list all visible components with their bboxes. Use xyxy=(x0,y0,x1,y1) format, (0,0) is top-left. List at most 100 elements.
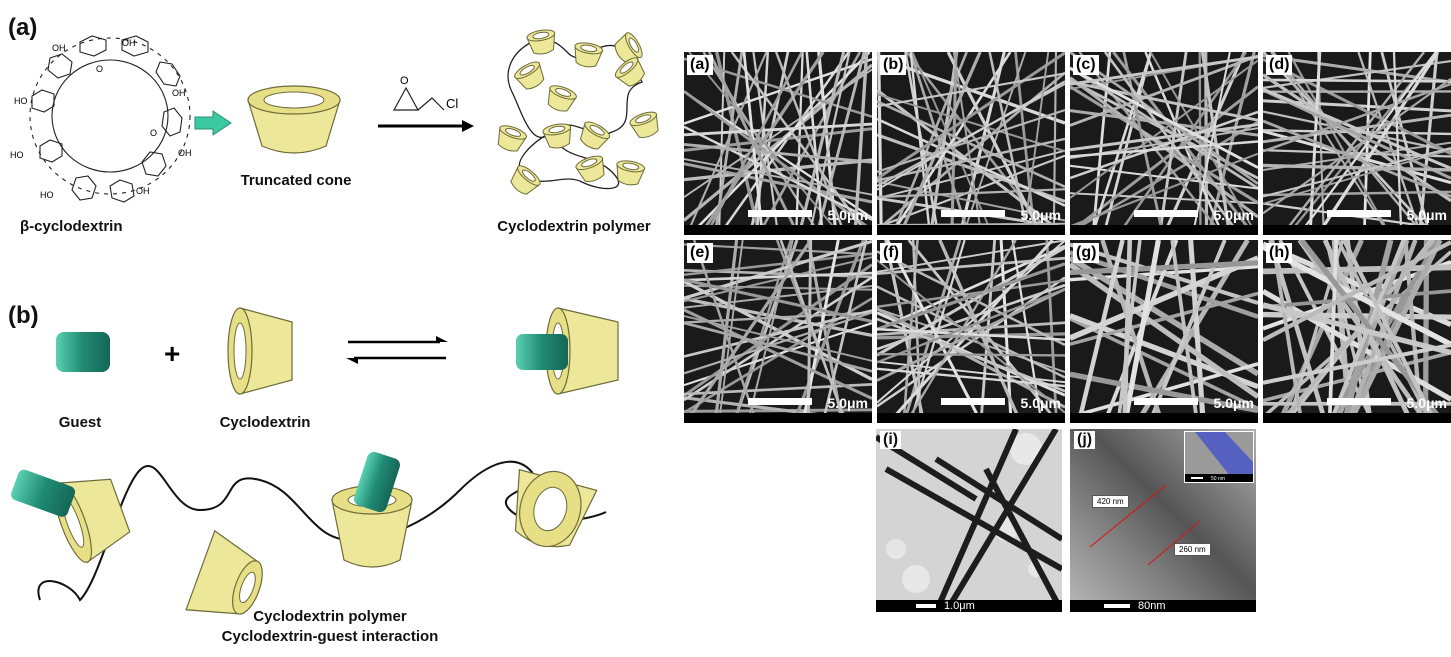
fiber xyxy=(1200,52,1232,235)
scale-text: 5.0μm xyxy=(1020,395,1061,411)
scale-text: 5.0μm xyxy=(827,395,868,411)
host-guest-complex-icon xyxy=(516,307,619,395)
fiber xyxy=(877,72,1065,108)
fiber xyxy=(1070,250,1258,319)
fiber xyxy=(684,57,872,118)
scale-bar xyxy=(747,210,812,217)
fiber xyxy=(907,240,1060,423)
fiber xyxy=(1263,240,1451,342)
sem-panel-label: (f) xyxy=(880,243,902,263)
sem-fiber-network xyxy=(1070,240,1258,423)
sem-fiber-network xyxy=(877,240,1065,423)
sem-bottom-bar xyxy=(684,225,872,235)
fiber xyxy=(877,276,1065,408)
measurement-label: 420 nm xyxy=(1092,495,1129,508)
fiber xyxy=(746,240,794,423)
fiber xyxy=(877,188,1065,199)
tem-i-fibers xyxy=(876,429,1062,612)
fiber xyxy=(684,240,872,300)
fiber xyxy=(1327,240,1339,423)
fiber xyxy=(1070,140,1258,158)
scale-text: 5.0μm xyxy=(827,207,868,223)
fiber xyxy=(748,52,790,235)
fiber xyxy=(1070,76,1258,219)
scale-bar xyxy=(940,398,1005,405)
fiber xyxy=(1263,244,1451,347)
fiber xyxy=(684,383,872,396)
fiber xyxy=(1263,342,1451,385)
beta-cyclodextrin-caption: β-cyclodextrin xyxy=(20,218,123,235)
scale-bar xyxy=(940,210,1005,217)
fiber xyxy=(952,52,983,235)
green-arrow-icon xyxy=(194,110,232,136)
scale-text: 5.0μm xyxy=(1213,395,1254,411)
polymer-caption-line2: Cyclodextrin-guest interaction xyxy=(221,628,439,645)
fiber xyxy=(1070,152,1258,228)
sem-image-b: (b)5.0μm xyxy=(877,52,1065,235)
reaction-arrow-icon xyxy=(378,120,474,132)
fiber xyxy=(684,321,872,373)
fiber xyxy=(684,308,872,400)
guest-icon xyxy=(56,332,110,372)
sem-image-e: (e)5.0μm xyxy=(684,240,872,423)
fiber xyxy=(692,240,759,423)
fiber xyxy=(877,367,1065,388)
fiber xyxy=(1336,240,1433,423)
fiber xyxy=(988,52,1030,235)
fiber xyxy=(797,52,846,235)
fiber xyxy=(732,240,792,423)
inset-scale-text: 50 nm xyxy=(1211,476,1225,482)
fiber xyxy=(1263,302,1451,356)
fiber xyxy=(877,52,1065,180)
fiber xyxy=(774,52,847,235)
fiber xyxy=(877,279,1065,309)
fiber xyxy=(909,52,932,235)
fiber xyxy=(1070,110,1258,180)
fiber xyxy=(1122,52,1165,235)
fiber xyxy=(684,263,872,397)
fiber xyxy=(877,100,1065,188)
tem-j-inset-fiber xyxy=(1185,432,1253,482)
fiber xyxy=(684,142,872,164)
cyclodextrin-caption: Cyclodextrin xyxy=(219,414,311,431)
sem-bottom-bar xyxy=(1070,225,1258,235)
sem-panel-label: (c) xyxy=(1073,55,1099,75)
fiber xyxy=(1297,52,1437,235)
fiber xyxy=(1052,52,1058,235)
plus-sign: + xyxy=(164,338,181,369)
fiber xyxy=(1263,163,1451,172)
fiber xyxy=(1263,88,1451,180)
fiber xyxy=(805,52,824,235)
scale-bar xyxy=(1326,398,1391,405)
fiber xyxy=(1122,240,1133,423)
fiber xyxy=(999,240,1013,423)
fiber xyxy=(1380,52,1432,235)
fiber xyxy=(684,315,872,362)
fiber xyxy=(1345,240,1418,423)
fiber xyxy=(946,52,1044,235)
fiber xyxy=(684,125,872,221)
fiber xyxy=(1070,80,1258,122)
fiber xyxy=(1070,262,1258,399)
fiber xyxy=(853,52,869,235)
panel-b-label: (b) xyxy=(8,302,39,329)
fiber xyxy=(877,262,1065,331)
fiber xyxy=(684,122,872,137)
guest-caption: Guest xyxy=(58,414,102,431)
oh-label: OH xyxy=(172,88,186,98)
fiber xyxy=(717,240,744,423)
sem-fiber-network xyxy=(684,240,872,423)
fiber xyxy=(877,93,1065,153)
fiber xyxy=(1268,240,1328,423)
fiber xyxy=(1070,255,1258,377)
scale-bar xyxy=(747,398,812,405)
scale-bar xyxy=(1133,398,1198,405)
fiber xyxy=(684,278,872,323)
fiber xyxy=(877,240,1065,404)
fiber xyxy=(1270,52,1426,235)
ho-label: HO xyxy=(40,190,54,200)
measurement-label: 260 nm xyxy=(1174,543,1211,556)
sem-panel-label: (h) xyxy=(1266,243,1293,263)
fiber xyxy=(684,158,872,196)
fiber xyxy=(1263,148,1451,205)
